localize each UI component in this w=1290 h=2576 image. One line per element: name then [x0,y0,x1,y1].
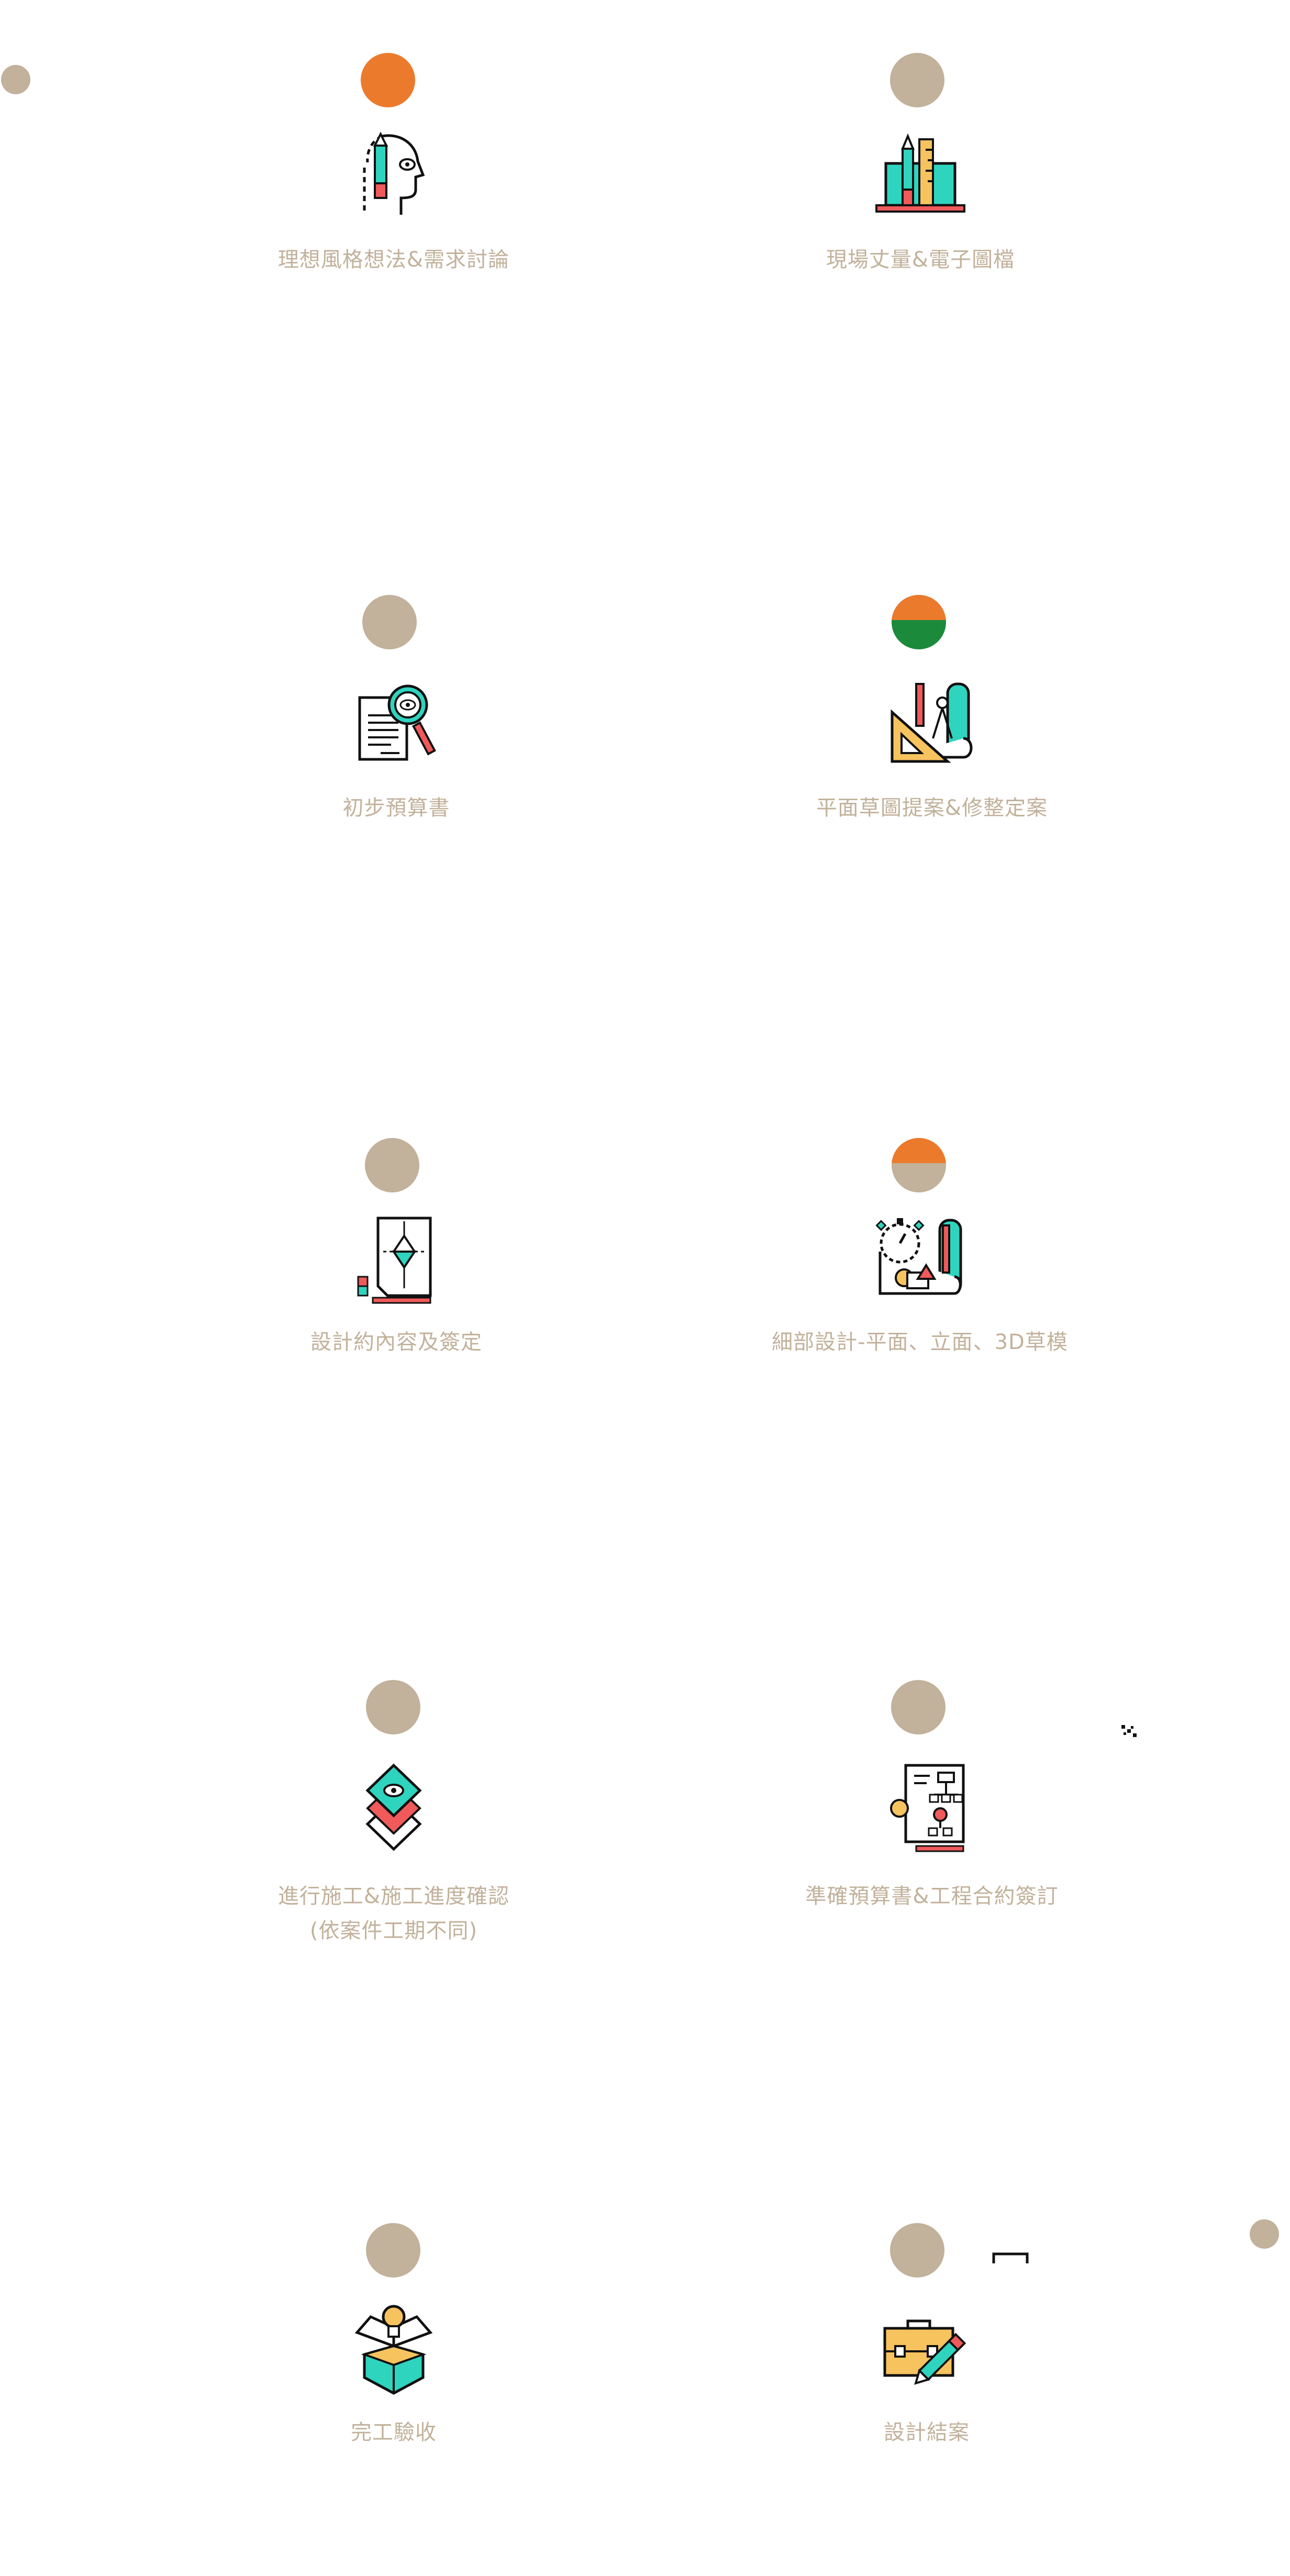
box-lightbulb-icon [354,2305,433,2395]
step-label: 理想風格想法&需求討論 [277,248,510,272]
step-label: 準確預算書&工程合約簽訂 [805,1884,1059,1908]
status-dot-2 [890,53,944,107]
step-7: 進行施工&施工進度確認 (依案件工期不同) [210,1762,577,1966]
decorative-dot-right [1250,2219,1279,2249]
status-dot-6 [892,1138,946,1192]
step-label: 進行施工&施工進度確認 (依案件工期不同) [277,1884,510,1943]
step-label: 細部設計-平面、立面、3D草模 [772,1330,1068,1354]
toolbox-pencil-icon [883,2319,966,2385]
status-dot-5 [365,1138,419,1192]
step-label: 設計結案 [884,2420,970,2445]
head-pencil-eye-icon [363,131,425,215]
step-8: 準確預算書&工程合約簽訂 [749,1762,1115,1966]
status-dot-10 [890,2223,944,2278]
decorative-dot-left [1,65,30,94]
drafting-tools-blueprint-icon [891,682,973,763]
document-magnifier-icon [358,684,436,761]
sparkle-dots-icon [1121,1725,1137,1737]
laptop-ruler-pencil-icon [875,133,965,213]
layers-eye-icon [365,1763,422,1851]
status-dot-1 [361,53,415,107]
status-dot-3 [362,595,417,649]
organization-chart-paper-icon [890,1764,965,1852]
step-label: 初步預算書 [342,796,450,820]
status-dot-9 [366,2223,420,2278]
step-4: 平面草圖提案&修整定案 [749,681,1115,833]
stopwatch-blueprint-icon [875,1218,962,1295]
step-6: 細部設計-平面、立面、3D草模 [737,1215,1103,1372]
step-label: 完工驗收 [351,2420,437,2445]
status-dot-8 [891,1680,946,1734]
step-10: 設計結案 [743,2304,1110,2461]
step-5: 設計約內容及簽定 [213,1215,580,1372]
step-label: 現場丈量&電子圖檔 [826,248,1015,272]
contract-sign-icon [357,1217,432,1304]
status-dot-4 [892,595,946,649]
step-2: 現場丈量&電子圖檔 [737,131,1104,283]
step-9: 完工驗收 [210,2304,577,2461]
step-1: 理想風格想法&需求討論 [210,131,577,283]
step-3: 初步預算書 [213,681,580,833]
bracket-mark-icon [992,2252,1029,2263]
step-label: 設計約內容及簽定 [310,1330,482,1354]
step-label: 平面草圖提案&修整定案 [816,796,1048,820]
status-dot-7 [366,1680,420,1734]
